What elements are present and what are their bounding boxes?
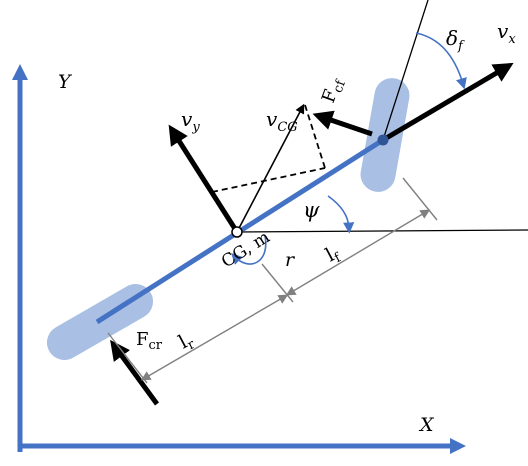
yaw-rate-arc <box>231 235 267 265</box>
lf-label: lf <box>322 241 344 269</box>
cg-point <box>231 226 243 238</box>
lr-dimension-line <box>140 294 289 381</box>
front-axle-point <box>377 134 389 146</box>
vcg-dashed-line-vertical <box>304 104 326 169</box>
dim-ext-front <box>402 177 438 221</box>
vy-label: vy <box>181 107 200 135</box>
psi-label: ψ <box>303 198 320 222</box>
vy-arrow <box>168 124 240 234</box>
fcr-arrow <box>110 339 160 406</box>
psi-arc <box>327 195 355 234</box>
x-axis-label: X <box>418 414 435 436</box>
vx-arrow <box>381 62 514 143</box>
front-wheel-heading-line <box>382 0 429 141</box>
dim-ext-rear <box>107 332 148 384</box>
lr-label: lr <box>175 328 198 356</box>
yaw-rate-label: r <box>285 249 296 271</box>
delta-f-label: δf <box>446 26 465 54</box>
delta-f-arc <box>415 32 467 90</box>
fcf-arrow <box>312 110 373 137</box>
fcf-label: Fcf <box>318 74 349 106</box>
y-axis-label: Y <box>58 71 73 93</box>
fcr-label: Fcr <box>136 329 163 353</box>
lf-dimension-line <box>285 209 431 296</box>
vcg-label: vCG <box>266 107 298 135</box>
vx-label: vx <box>497 19 516 47</box>
horizontal-reference-line <box>236 229 528 233</box>
vcg-arrow <box>236 103 305 233</box>
